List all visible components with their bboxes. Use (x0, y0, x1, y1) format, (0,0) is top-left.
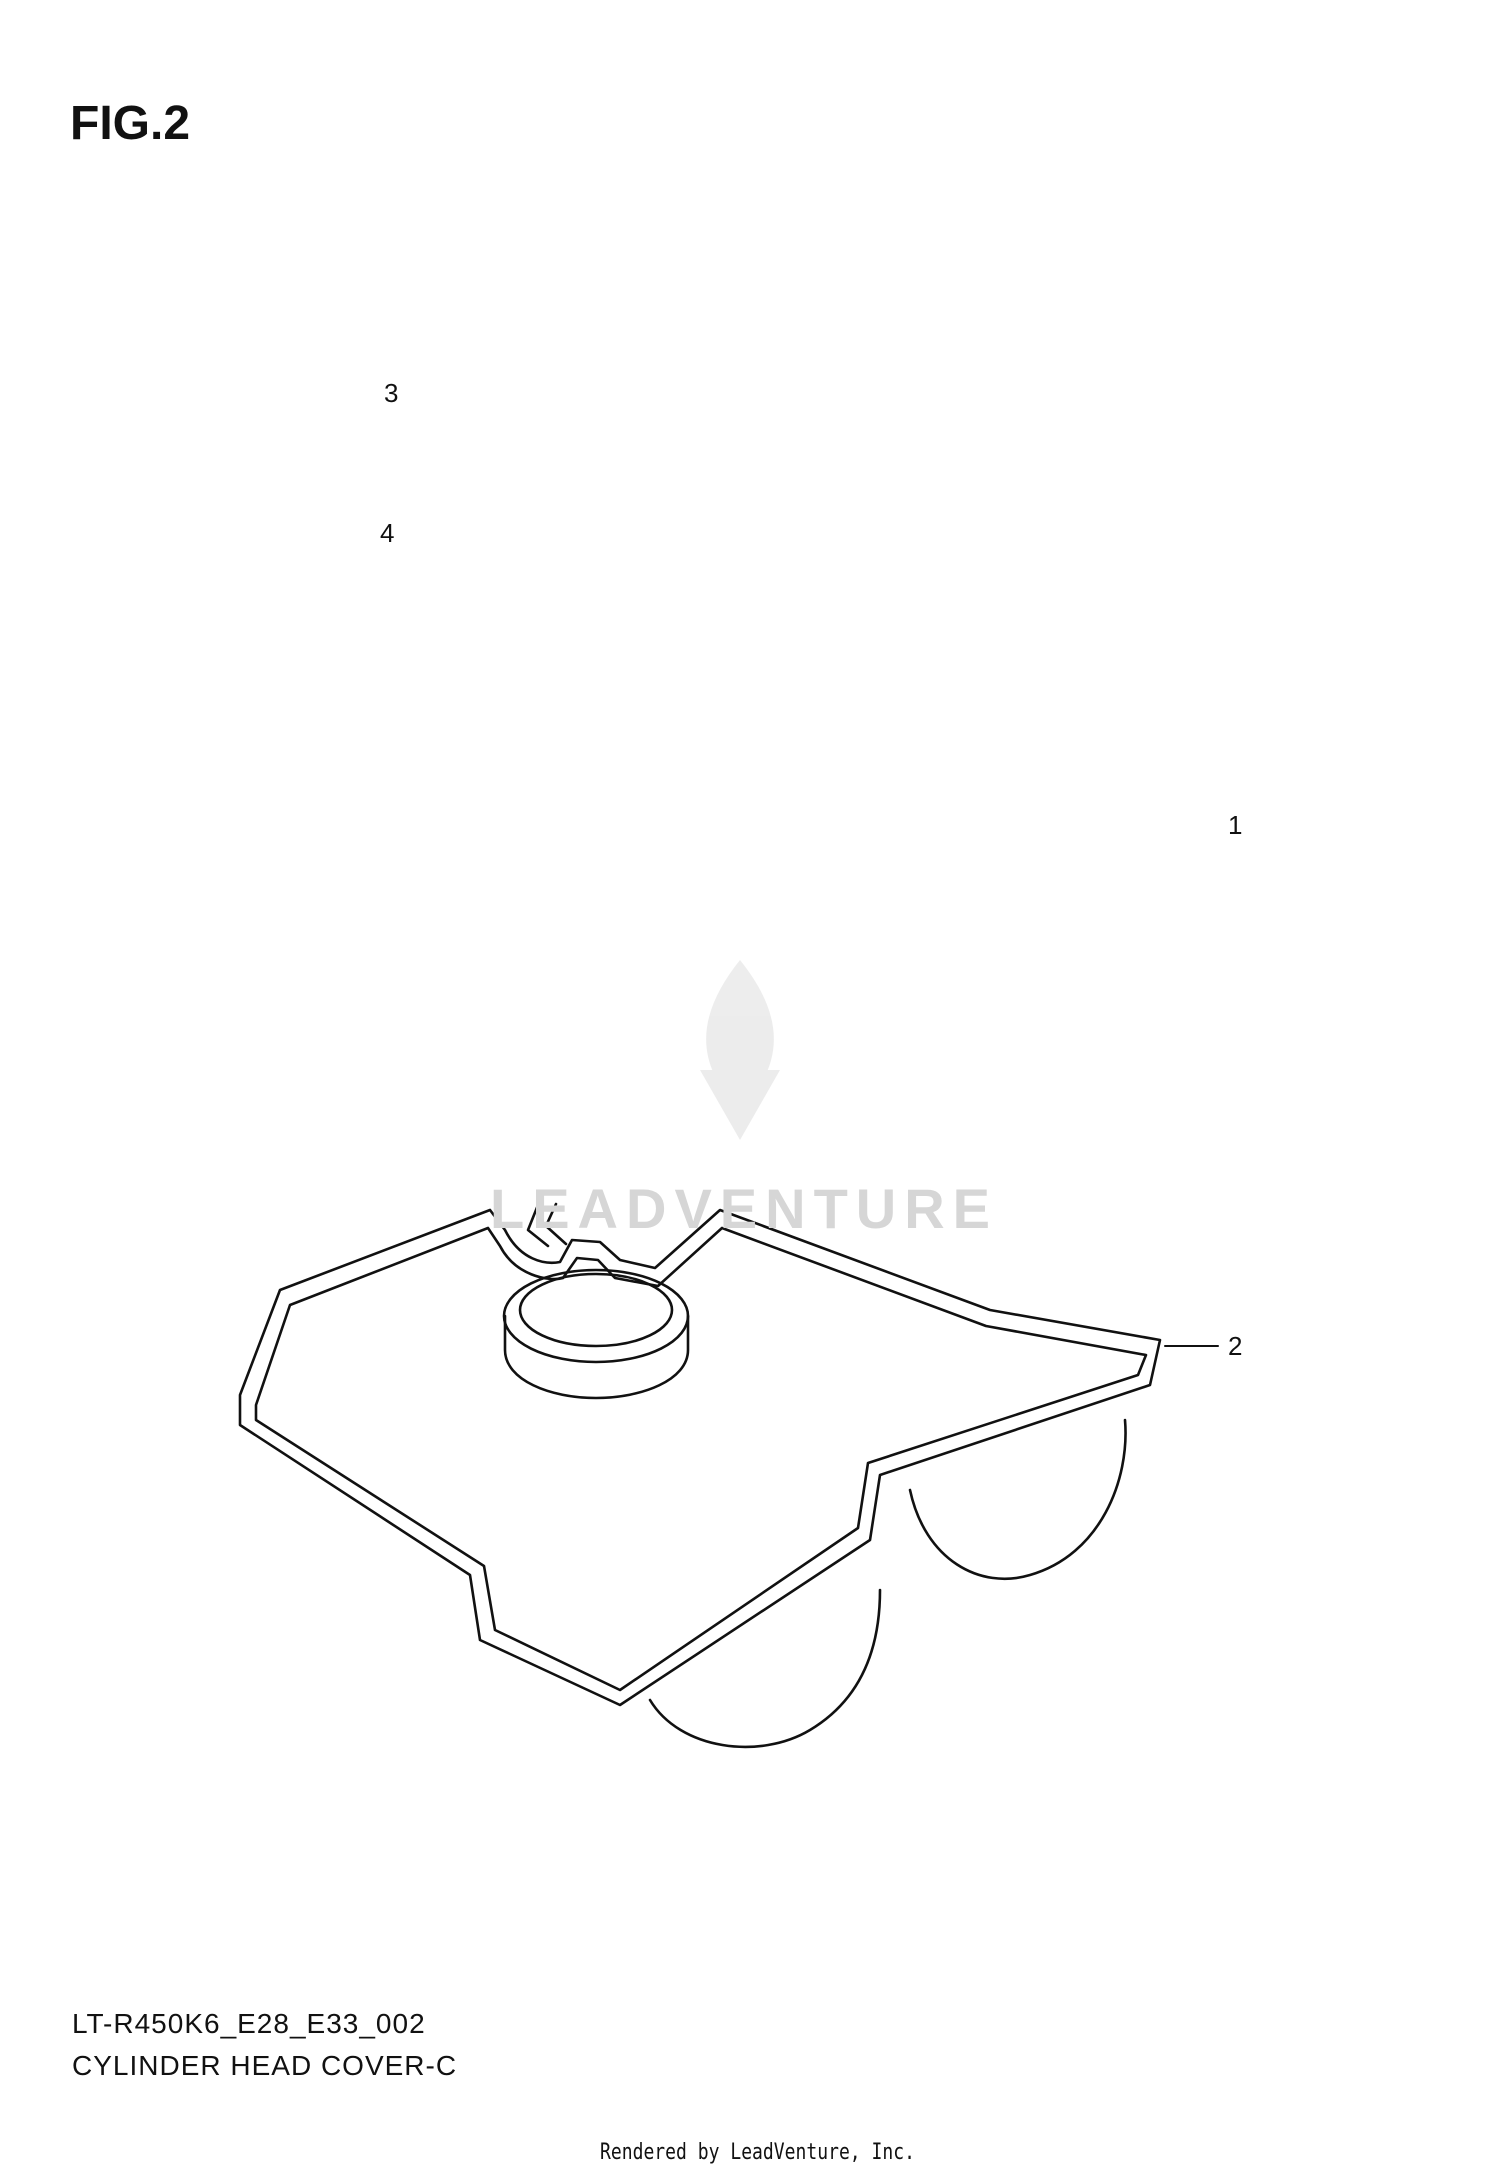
callout-2: 2 (1228, 1331, 1243, 1361)
gasket-part (238, 1198, 1162, 1749)
render-credit: Rendered by LeadVenture, Inc. (600, 2140, 915, 2165)
callout-1: 1 (1228, 810, 1243, 840)
diagram-caption: CYLINDER HEAD COVER-C (72, 2050, 458, 2081)
callout-3: 3 (384, 378, 399, 408)
callout-4: 4 (380, 518, 395, 548)
watermark-logo (700, 960, 780, 1140)
figure-title: FIG.2 (70, 97, 191, 150)
model-code: LT-R450K6_E28_E33_002 (72, 2008, 426, 2039)
watermark-text: LEADVENTURE (490, 1177, 999, 1240)
